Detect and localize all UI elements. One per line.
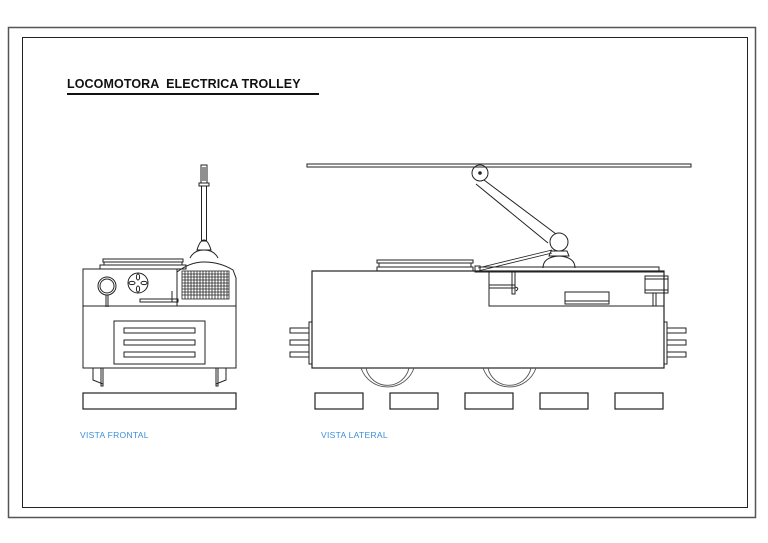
side-coupler-left [289,321,313,365]
front-shelf [139,298,179,303]
front-fan [127,272,149,294]
front-vent-slot [123,327,196,334]
front-vent-panel [113,320,206,365]
front-headlight [97,276,117,307]
side-rails [314,392,664,410]
front-vent-slot [123,339,196,346]
side-roof [376,259,474,272]
side-body [311,270,665,369]
side-cab [488,271,665,307]
front-pole [189,164,219,259]
front-view [82,164,237,410]
side-view [289,163,692,410]
outer-border [7,26,757,519]
drawing-title: LOCOMOTORA ELECTRICA TROLLEY [67,77,301,91]
front-grille [181,270,230,300]
front-legs [92,367,227,387]
front-view-label: VISTA FRONTAL [80,430,149,440]
trolley-wire [306,163,692,168]
front-rail [82,392,237,410]
side-lamp [644,275,669,306]
title-underline [67,93,319,95]
front-cab-upper [82,268,178,307]
front-cab-hood [176,261,237,307]
front-body [82,305,237,369]
inner-border [22,37,748,508]
side-coupler-right [663,321,687,365]
side-view-label: VISTA LATERAL [321,430,388,440]
trolley-arm [471,164,576,273]
side-wheels [360,367,537,388]
front-vent-slot [123,351,196,358]
front-roof [99,258,187,270]
